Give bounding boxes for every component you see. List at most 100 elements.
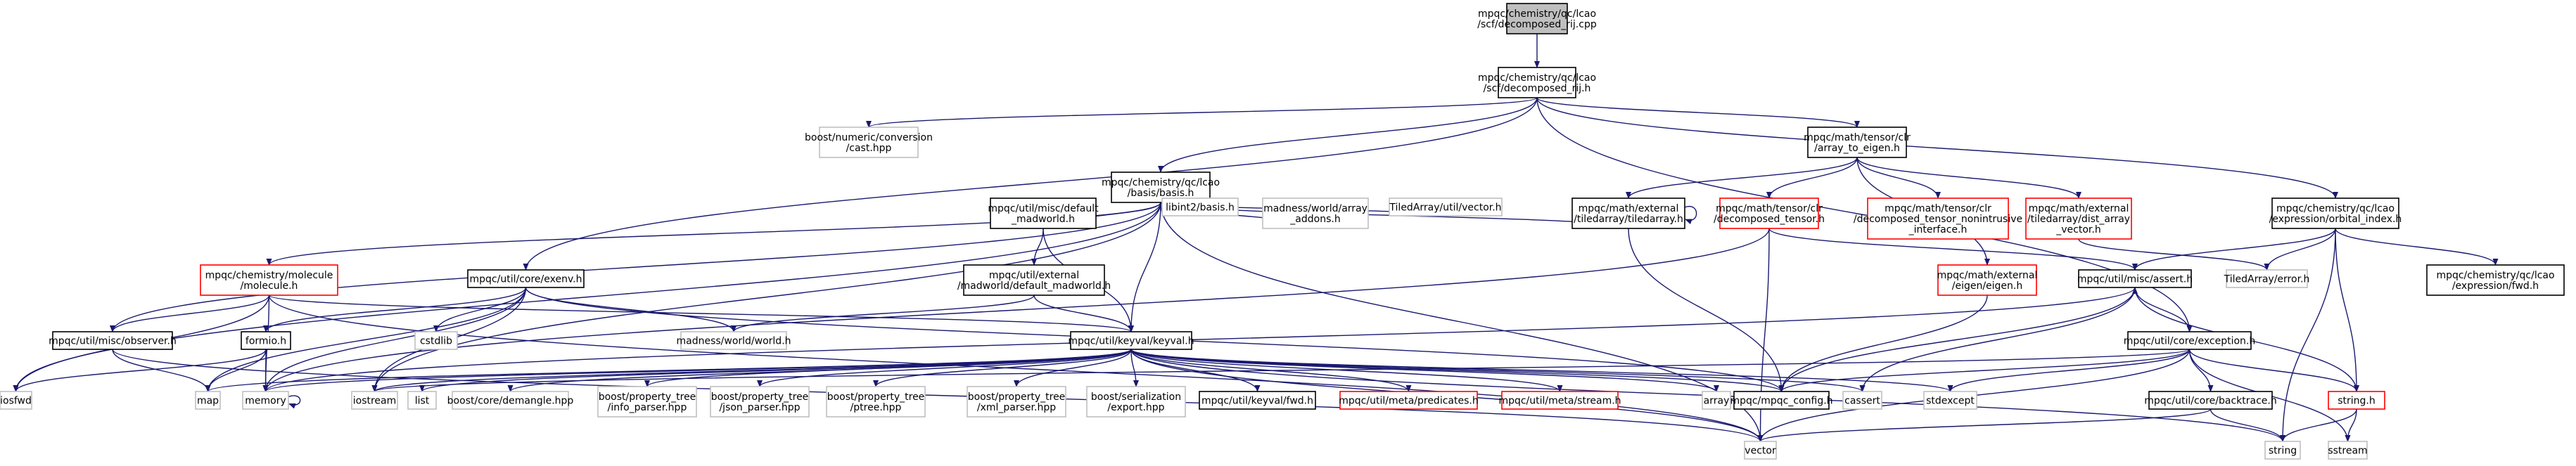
node-label: /expression/fwd.h xyxy=(2452,280,2539,292)
node-iosfwd[interactable]: iosfwd xyxy=(0,391,32,410)
node-drij[interactable]: mpqc/chemistry/qc/lcao/scf/decomposed_ri… xyxy=(1478,67,1596,98)
node-kvfwd[interactable]: mpqc/util/keyval/fwd.h xyxy=(1199,391,1316,410)
node-extmw[interactable]: mpqc/util/external/madworld/default_madw… xyxy=(957,264,1111,296)
node-box xyxy=(1501,391,1619,410)
node-box xyxy=(2025,198,2132,240)
edge-drij-to-basis xyxy=(1158,97,1538,173)
node-cassert[interactable]: cassert xyxy=(1842,391,1882,410)
edge-observer-to-map xyxy=(112,349,211,392)
node-a2e[interactable]: mpqc/math/tensor/clr/array_to_eigen.h xyxy=(1804,127,1911,158)
node-molecule[interactable]: mpqc/chemistry/molecule/molecule.h xyxy=(200,264,338,296)
node-label: mpqc/chemistry/qc/lcao xyxy=(1478,72,1596,84)
node-label: mpqc/math/tensor/clr xyxy=(1716,203,1823,214)
node-madaddons[interactable]: madness/world/array_addons.h xyxy=(1262,198,1369,229)
node-tavector[interactable]: TiledArray/util/vector.h xyxy=(1389,198,1503,216)
node-orbidx[interactable]: mpqc/chemistry/qc/lcao/expression/orbita… xyxy=(2269,198,2402,229)
edge-exenv-to-memory xyxy=(262,287,527,392)
node-string[interactable]: string xyxy=(2264,441,2301,460)
node-exenv[interactable]: mpqc/util/core/exenv.h xyxy=(467,269,585,288)
node-dectensor[interactable]: mpqc/math/tensor/clr/decomposed_tensor.h xyxy=(1714,198,1825,229)
node-label: mpqc/util/meta/stream.h xyxy=(1498,396,1621,407)
node-eigen[interactable]: mpqc/math/external/eigen/eigen.h xyxy=(1937,264,2038,296)
node-defmw[interactable]: mpqc/util/misc/default_madworld.h xyxy=(988,198,1099,229)
node-keyval[interactable]: mpqc/util/keyval/keyval.h xyxy=(1068,331,1194,350)
node-box xyxy=(597,386,697,418)
node-list[interactable]: list xyxy=(407,391,437,410)
node-ptree[interactable]: boost/property_tree/ptree.hpp xyxy=(826,386,926,418)
edge-orbidx-to-stringh xyxy=(2335,228,2359,392)
node-serialexport[interactable]: boost/serialization/export.hpp xyxy=(1086,386,1186,418)
edge-keyval-to-serialexport xyxy=(1130,349,1139,387)
node-label: TiledArray/util/vector.h xyxy=(1389,202,1501,214)
node-infoparser[interactable]: boost/property_tree/info_parser.hpp xyxy=(597,386,697,418)
node-label: mpqc/mpqc_config.h xyxy=(1730,396,1832,407)
node-iostream[interactable]: iostream xyxy=(351,391,398,410)
edge-observer-to-vector xyxy=(112,349,1764,442)
node-label: mpqc/util/core/backtrace.h xyxy=(2144,396,2276,407)
node-observer[interactable]: mpqc/util/misc/observer.h xyxy=(49,331,177,350)
edge-formio-to-iosfwd xyxy=(13,349,267,392)
edge-eigen-to-config xyxy=(1778,295,1988,392)
node-map[interactable]: map xyxy=(195,391,221,410)
node-label: /cast.hpp xyxy=(846,143,892,154)
node-boostcast[interactable]: boost/numeric/conversion/cast.hpp xyxy=(805,127,933,158)
node-label: madness/world/array xyxy=(1263,203,1367,214)
node-label: iostream xyxy=(353,396,397,407)
node-label: mpqc/util/misc/default xyxy=(988,203,1099,214)
node-madworld[interactable]: madness/world/world.h xyxy=(676,331,791,350)
node-root[interactable]: mpqc/chemistry/qc/lcao/scf/decomposed_ri… xyxy=(1477,3,1597,34)
node-lcaofwd[interactable]: mpqc/chemistry/qc/lcao/expression/fwd.h xyxy=(2426,264,2565,296)
node-config[interactable]: mpqc/mpqc_config.h xyxy=(1730,391,1833,410)
node-box xyxy=(990,198,1097,229)
node-label: _addons.h xyxy=(1289,214,1340,225)
node-memory[interactable]: memory xyxy=(242,391,289,410)
node-jsonparser[interactable]: boost/property_tree/json_parser.hpp xyxy=(710,386,810,418)
node-metastream[interactable]: mpqc/util/meta/stream.h xyxy=(1498,391,1621,410)
node-distarray[interactable]: mpqc/math/external/tiledarray/dist_array… xyxy=(2025,198,2132,240)
node-label: mpqc/util/external xyxy=(989,270,1079,281)
node-cstdlib[interactable]: cstdlib xyxy=(414,331,458,350)
node-label: /expression/orbital_index.h xyxy=(2269,214,2402,225)
node-array[interactable]: array xyxy=(1702,391,1731,410)
node-tiledarray[interactable]: mpqc/math/external/tiledarray/tiledarray… xyxy=(1571,198,1685,229)
node-stringh[interactable]: string.h xyxy=(2328,391,2385,410)
node-formio[interactable]: formio.h xyxy=(241,331,291,350)
node-label: boost/property_tree xyxy=(711,391,809,403)
node-basis[interactable]: mpqc/chemistry/qc/lcao/basis/basis.h xyxy=(1102,171,1220,203)
node-exception[interactable]: mpqc/util/core/exception.h xyxy=(2124,331,2255,350)
edge-orbidx-to-taerror xyxy=(2264,228,2336,271)
edge-drij-to-exenv xyxy=(523,97,1538,271)
node-box xyxy=(1702,391,1731,410)
node-box xyxy=(1842,391,1882,410)
node-label: mpqc/math/external xyxy=(1579,203,1679,214)
node-label: /eigen/eigen.h xyxy=(1952,280,2023,292)
node-label: /scf/decomposed_rij.cpp xyxy=(1477,19,1597,30)
node-libint[interactable]: libint2/basis.h xyxy=(1161,198,1239,216)
node-vector[interactable]: vector xyxy=(1744,441,1777,460)
node-label: mpqc/chemistry/qc/lcao xyxy=(2436,270,2554,281)
node-box xyxy=(1923,391,1977,410)
node-box xyxy=(2328,391,2385,410)
node-backtrace[interactable]: mpqc/util/core/backtrace.h xyxy=(2144,391,2277,410)
node-sstream[interactable]: sstream xyxy=(2328,441,2368,460)
node-xmlparser[interactable]: boost/property_tree/xml_parser.hpp xyxy=(967,386,1066,418)
node-taerror[interactable]: TiledArray/error.h xyxy=(2224,269,2310,288)
edge-basis-to-molecule xyxy=(266,202,1161,266)
node-label: /madworld/default_madworld.h xyxy=(957,280,1111,292)
node-dtnoninstr[interactable]: mpqc/math/tensor/clr/decomposed_tensor_n… xyxy=(1854,198,2022,240)
edge-dectensor-to-memory xyxy=(262,228,1770,392)
node-box xyxy=(2148,391,2273,410)
node-stdexcept[interactable]: stdexcept xyxy=(1923,391,1977,410)
edge-molecule-to-observer xyxy=(110,295,270,332)
node-label: boost/property_tree xyxy=(599,391,696,403)
node-label: mpqc/chemistry/qc/lcao xyxy=(1478,8,1596,20)
edge-backtrace-to-string xyxy=(2210,408,2285,442)
node-assert[interactable]: mpqc/util/misc/assert.h xyxy=(2077,269,2193,288)
node-box xyxy=(826,386,926,418)
node-predicates[interactable]: mpqc/util/meta/predicates.h xyxy=(1339,391,1479,410)
node-label: /ptree.hpp xyxy=(850,402,902,413)
node-demangle[interactable]: boost/core/demangle.hpp xyxy=(447,391,574,410)
node-box xyxy=(52,331,173,350)
node-label: /info_parser.hpp xyxy=(608,402,687,413)
